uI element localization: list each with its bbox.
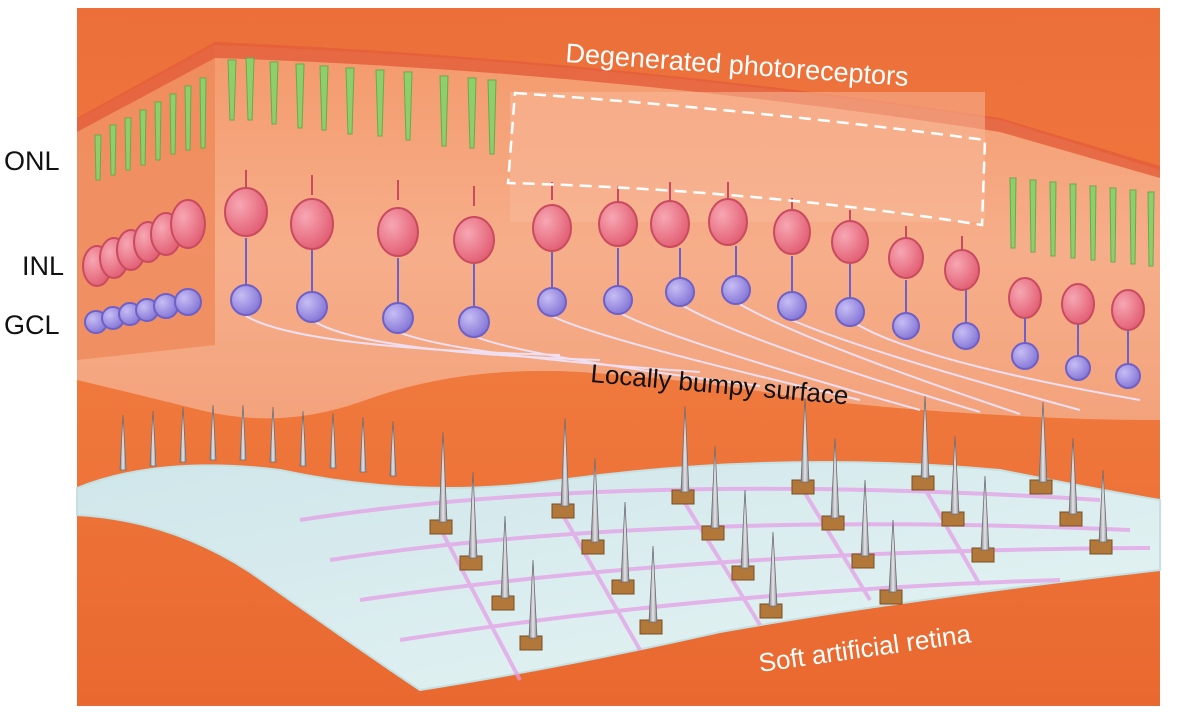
electrode-pads xyxy=(429,475,1113,651)
tissue-side-face xyxy=(77,45,215,360)
bipolar-cell-layer xyxy=(82,170,1145,331)
electrode-grid xyxy=(299,479,1151,681)
ganglion-axon-layer xyxy=(245,301,1141,415)
needle-electrodes xyxy=(119,395,1108,639)
onl-layer-label: ONL xyxy=(4,146,60,176)
photoreceptor-layer xyxy=(94,57,1155,267)
artificial-retina-substrate xyxy=(76,461,1161,692)
degenerated-region-box xyxy=(506,91,987,227)
inl-layer-label: INL xyxy=(22,251,65,281)
ganglion-cell-layer xyxy=(84,238,1141,389)
gcl-layer-label: GCL xyxy=(4,310,60,340)
